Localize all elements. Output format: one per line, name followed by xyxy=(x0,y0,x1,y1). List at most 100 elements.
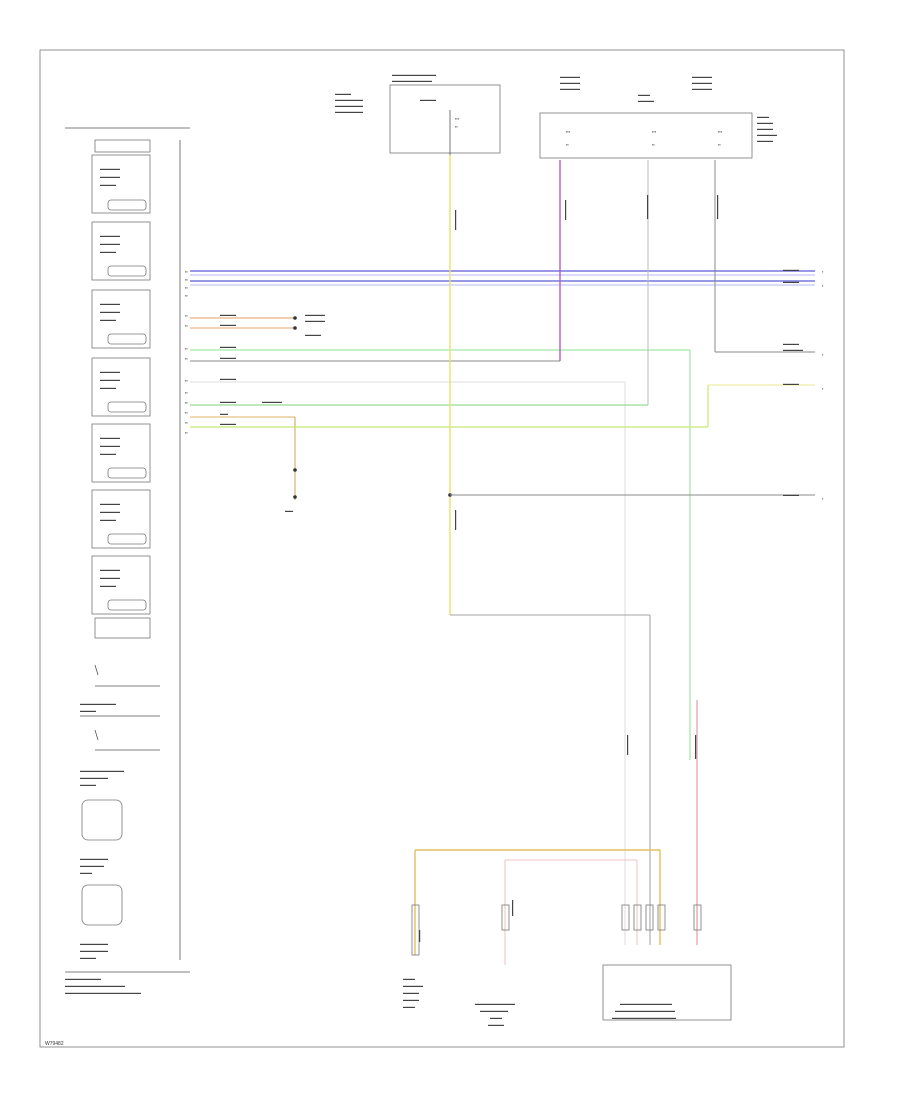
svg-text:▬▬▬▬▬: ▬▬▬▬▬ xyxy=(626,735,631,755)
sensor-symbol-2 xyxy=(81,884,123,926)
svg-text:▪▪: ▪▪ xyxy=(185,277,188,282)
wire-green-2 xyxy=(190,160,649,406)
svg-text:▪: ▪ xyxy=(822,386,824,391)
svg-text:▬▬▬▬▬: ▬▬▬▬▬ xyxy=(100,443,120,448)
svg-text:▪▪: ▪▪ xyxy=(652,142,655,147)
wire-horizontal-labels: ▬▬▬▬ ▬▬▬▬ ▬▬▬▬▬ ▬▬▬▬▬ ▬▬▬▬ ▬▬▬▬ ▬▬▬▬ ▬▬▬… xyxy=(220,312,325,426)
solenoid-block-6: ▬▬▬▬▬▬▬▬▬▬▬▬▬▬ xyxy=(91,489,151,549)
svg-text:▪▪: ▪▪ xyxy=(185,323,188,328)
svg-text:▬▬▬▬: ▬▬▬▬ xyxy=(100,182,116,187)
svg-text:▬▬▬▬: ▬▬▬▬ xyxy=(638,98,654,103)
svg-text:▬▬▬▬▬▬▬: ▬▬▬▬▬▬▬ xyxy=(80,775,108,780)
svg-text:▬▬▬▬▬▬▬: ▬▬▬▬▬▬▬ xyxy=(80,948,108,953)
svg-text:▬▬▬▬: ▬▬▬▬ xyxy=(220,376,236,381)
wire-gray-violet xyxy=(190,160,561,362)
svg-text:▪▪: ▪▪ xyxy=(185,430,188,435)
svg-text:▪▪▪: ▪▪▪ xyxy=(718,129,723,134)
wire-fuse-output xyxy=(714,160,815,353)
svg-text:▬▬▬▬: ▬▬▬▬ xyxy=(757,120,773,125)
svg-text:▬▬▬▬▬▬▬▬▬▬▬▬▬▬▬: ▬▬▬▬▬▬▬▬▬▬▬▬▬▬▬ xyxy=(65,983,125,988)
svg-text:▪▪: ▪▪ xyxy=(566,142,569,147)
svg-text:▬▬▬▬▬▬▬: ▬▬▬▬▬▬▬ xyxy=(335,97,363,102)
svg-text:▪▪: ▪▪ xyxy=(185,378,188,383)
svg-text:▪▪: ▪▪ xyxy=(185,420,188,425)
svg-text:▪▪: ▪▪ xyxy=(185,269,188,274)
module-pin-labels: ▪▪▪▪ ▪▪▪▪ ▪▪▪▪ ▪▪▪▪ ▪▪▪▪ ▪▪▪▪ ▪▪▪▪ xyxy=(185,269,188,435)
wire-red-1 xyxy=(190,416,297,500)
wire-bottom-yellow xyxy=(414,849,661,955)
svg-text:▬▬▬▬▬▬▬▬▬▬▬▬▬▬▬▬: ▬▬▬▬▬▬▬▬▬▬▬▬▬▬▬▬ xyxy=(612,1015,676,1020)
svg-text:▬▬▬▬▬▬▬▬▬▬▬: ▬▬▬▬▬▬▬▬▬▬▬ xyxy=(392,72,436,77)
svg-text:▬▬▬▬▬: ▬▬▬▬▬ xyxy=(560,80,580,85)
svg-text:▬▬▬▬▬: ▬▬▬▬▬ xyxy=(305,318,325,323)
svg-text:▪: ▪ xyxy=(822,269,824,274)
svg-text:▪▪: ▪▪ xyxy=(455,124,458,129)
svg-text:▬▬▬▬▬: ▬▬▬▬▬ xyxy=(454,210,459,230)
svg-text:▬▬▬▬▬▬▬: ▬▬▬▬▬▬▬ xyxy=(335,103,363,108)
svg-text:▪▪: ▪▪ xyxy=(185,356,188,361)
solenoid-block-7: ▬▬▬▬▬▬▬▬▬▬▬▬▬▬ xyxy=(91,555,151,615)
svg-text:▬▬▬▬▬: ▬▬▬▬▬ xyxy=(100,575,120,580)
svg-text:▬▬▬▬▬▬▬▬▬▬▬▬▬: ▬▬▬▬▬▬▬▬▬▬▬▬▬ xyxy=(620,1001,672,1006)
switch-symbol-1 xyxy=(94,664,160,687)
svg-text:▬▬▬▬▬: ▬▬▬▬▬ xyxy=(305,312,325,317)
svg-text:▬▬▬▬▬▬: ▬▬▬▬▬▬ xyxy=(694,735,699,759)
right-terminal-labels: ▬▬▬▬▪ ▬▬▬▬▪ ▬▬▬▬▬▬▬▬▬▪ ▬▬▬▬▪ ▬▬▬▬▪ xyxy=(783,267,824,501)
svg-text:▬▬▬▬: ▬▬▬▬ xyxy=(220,421,236,426)
wire-white-1 xyxy=(190,381,626,945)
svg-text:▬▬▬▬: ▬▬▬▬ xyxy=(783,267,799,272)
wire-green-1 xyxy=(190,349,691,760)
module-bottom-block xyxy=(94,617,151,639)
svg-text:▬▬▬▬▬: ▬▬▬▬▬ xyxy=(100,501,120,506)
svg-text:▪▪▪: ▪▪▪ xyxy=(566,129,571,134)
wire-blue-1 xyxy=(190,270,815,276)
wire-blue-2 xyxy=(190,280,815,286)
svg-text:▬▬▬: ▬▬▬ xyxy=(490,1015,502,1020)
svg-text:▪: ▪ xyxy=(822,352,824,357)
svg-text:▬▬: ▬▬ xyxy=(220,411,228,416)
svg-text:▬▬▬▬: ▬▬▬▬ xyxy=(511,900,516,916)
svg-text:▪▪▪: ▪▪▪ xyxy=(652,129,657,134)
svg-text:▬▬▬▬▬▬▬: ▬▬▬▬▬▬▬ xyxy=(335,109,363,114)
fuse-box-left: ▬▬▬▬▬▬▬▬▬▬▬ ▬▬▬▬▬▬▬▬▬▬ ▬▬▬▬ ▬▬▬▬▬▬▬ ▬▬▬▬… xyxy=(335,72,501,155)
svg-text:▬▬▬▬: ▬▬▬▬ xyxy=(100,317,116,322)
switch-symbol-2 xyxy=(94,729,160,751)
svg-text:▬▬▬▬: ▬▬▬▬ xyxy=(220,322,236,327)
svg-text:▬▬▬▬▬: ▬▬▬▬▬ xyxy=(100,369,120,374)
module-title: ▬▬▬▬▬▬▬▬▬ xyxy=(65,976,101,981)
transmission-control-module: ▬▬▬▬▬▬▬▬▬▬▬▬▬▬ ▬▬▬▬▬▬▬▬▬▬▬▬▬▬ ▬▬▬▬▬▬▬▬▬▬… xyxy=(65,127,190,995)
svg-text:▬▬▬▬: ▬▬▬▬ xyxy=(100,517,116,522)
wire-color-labels: ▬▬▬▬▬ ▬▬▬▬▬ ▬▬▬▬▬▬ ▬▬▬▬▬▬ ▬▬▬▬▬ ▬▬▬▬▬ ▬▬… xyxy=(418,195,721,942)
svg-text:▬▬▬: ▬▬▬ xyxy=(418,930,423,942)
svg-text:▬▬▬▬▬: ▬▬▬▬▬ xyxy=(757,132,777,137)
sensor-label-1: ▬▬▬▬▬▬▬▬▬ xyxy=(80,701,116,706)
svg-text:▬▬▬▬: ▬▬▬▬ xyxy=(80,782,96,787)
svg-text:▬▬▬▬: ▬▬▬▬ xyxy=(100,249,116,254)
svg-text:▬▬▬▬▬▬: ▬▬▬▬▬▬ xyxy=(646,195,651,219)
solenoid-block-4: ▬▬▬▬▬▬▬▬▬▬▬▬▬▬ xyxy=(91,357,151,417)
svg-text:▬▬▬▬▬: ▬▬▬▬▬ xyxy=(100,309,120,314)
svg-text:▬▬▬▬▬: ▬▬▬▬▬ xyxy=(100,233,120,238)
svg-text:▪▪: ▪▪ xyxy=(185,400,188,405)
svg-text:▬▬▬▬: ▬▬▬▬ xyxy=(757,138,773,143)
svg-text:▬▬▬▬▬: ▬▬▬▬▬ xyxy=(100,567,120,572)
svg-text:▬▬▬: ▬▬▬ xyxy=(757,114,769,119)
diagram-id: W79482 xyxy=(45,1041,64,1047)
ground-label: ▬▬ xyxy=(285,508,293,513)
svg-text:▬▬▬▬: ▬▬▬▬ xyxy=(220,399,236,404)
svg-text:▬▬▬: ▬▬▬ xyxy=(403,1004,415,1009)
svg-text:▬▬▬▬▬▬: ▬▬▬▬▬▬ xyxy=(80,863,104,868)
sensor-label-2: ▬▬▬▬▬▬▬▬▬▬▬ xyxy=(80,768,124,773)
svg-text:▬▬▬▬: ▬▬▬▬ xyxy=(220,312,236,317)
svg-text:▬▬▬: ▬▬▬ xyxy=(403,976,415,981)
svg-text:▪▪: ▪▪ xyxy=(185,313,188,318)
svg-text:▬▬▬▬▬: ▬▬▬▬▬ xyxy=(100,435,120,440)
selector-lever-sensor: ▬▬▬▬▬▬▬▬▬▬▬▬▬ ▬▬▬▬▬▬▬▬▬▬▬▬▬▬▬ ▬▬▬▬▬▬▬▬▬▬… xyxy=(602,964,732,1021)
svg-text:▬▬▬▬: ▬▬▬▬ xyxy=(783,279,799,284)
svg-text:▬▬▬▬▬: ▬▬▬▬▬ xyxy=(783,347,803,352)
solenoid-block-1: ▬▬▬▬▬▬▬▬▬▬▬▬▬▬ xyxy=(91,154,151,214)
lower-left-component: ▬▬▬▬▬▬▬▬ ▬▬▬▬▬▬▬▬ ▬▬▬ xyxy=(403,976,423,1009)
solenoid-block-2: ▬▬▬▬▬▬▬▬▬▬▬▬▬▬ xyxy=(91,221,151,281)
svg-text:▪▪: ▪▪ xyxy=(718,142,721,147)
